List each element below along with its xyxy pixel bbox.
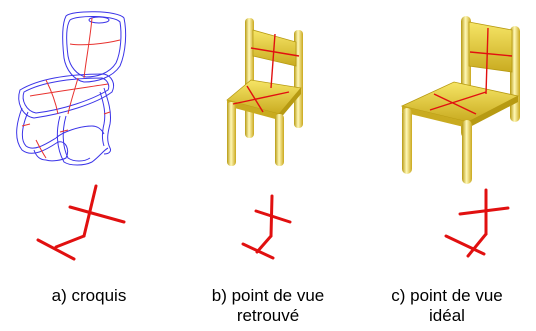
caption-line-2: idéal xyxy=(429,306,465,325)
caption-line-2: retrouvé xyxy=(236,306,300,325)
caption-line-1: c) point de vue xyxy=(391,286,503,305)
panel-croquis: a) croquis xyxy=(0,0,178,331)
caption-line-1: a) croquis xyxy=(51,286,127,305)
axis-frame-retrouve xyxy=(241,194,292,260)
chair-render-retrouve xyxy=(226,18,303,166)
axis-frame-croquis xyxy=(36,184,126,261)
axis-frame-ideal xyxy=(444,188,510,258)
caption-point-de-vue-ideal: c) point de vue idéal xyxy=(358,286,536,326)
caption-point-de-vue-retrouve: b) point de vue retrouvé xyxy=(179,286,357,326)
panel-point-de-vue-ideal: c) point de vue idéal xyxy=(358,0,536,331)
caption-line-1: b) point de vue xyxy=(211,286,325,305)
chair-render-ideal xyxy=(400,16,520,184)
panel-point-de-vue-retrouve: b) point de vue retrouvé xyxy=(179,0,357,331)
caption-croquis: a) croquis xyxy=(0,286,178,306)
